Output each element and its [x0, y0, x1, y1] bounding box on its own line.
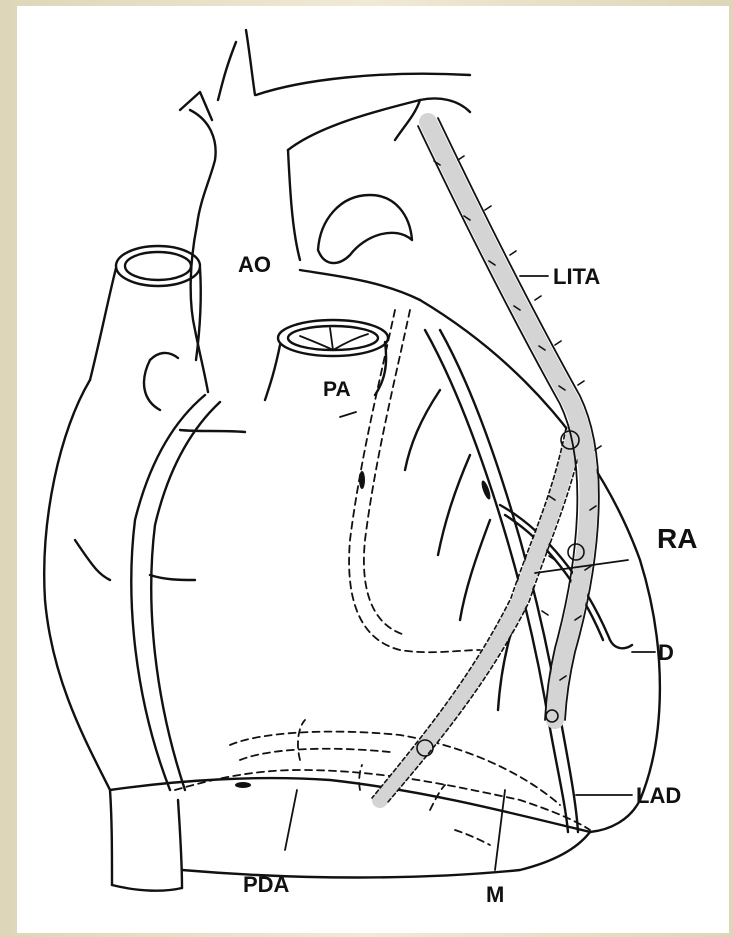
rca-marginal-1 — [75, 540, 110, 580]
ra-graft-edge-left — [372, 428, 566, 798]
label-m: M — [486, 882, 504, 908]
septal-1 — [405, 390, 440, 470]
aorta-left-lower — [288, 150, 300, 260]
aorta-branch-1 — [180, 92, 212, 120]
right-heart-border — [44, 380, 110, 790]
pa-valve — [300, 328, 368, 350]
label-pda: PDA — [243, 872, 289, 898]
pa-mark — [340, 412, 356, 417]
ivc-right-wall — [178, 800, 182, 888]
ivc-left-wall — [110, 790, 112, 885]
inferior-heart-border — [110, 778, 590, 832]
ra-graft — [380, 430, 575, 800]
left-atrial-appendage — [318, 195, 412, 263]
label-lita: LITA — [553, 264, 600, 290]
label-ao: AO — [238, 252, 271, 278]
label-ra: RA — [657, 523, 697, 555]
posterior-branch-1 — [298, 720, 305, 760]
ivc-bottom — [112, 885, 182, 891]
posterior-branch-2 — [359, 765, 362, 790]
pa-left-wall — [265, 345, 280, 400]
lesion-3 — [235, 782, 251, 788]
aorta-left-wall — [190, 110, 216, 225]
inferior-outline-low — [182, 832, 590, 878]
rca-marginal-2 — [150, 575, 195, 580]
label-lad: LAD — [636, 783, 681, 809]
rca-inner — [151, 402, 220, 790]
aorta-branch-3 — [246, 30, 255, 95]
label-pa: PA — [323, 378, 351, 402]
rca-branch-upper — [144, 353, 178, 410]
rca-conus — [180, 430, 245, 432]
septal-3 — [460, 520, 490, 620]
appendage-lower — [300, 270, 420, 300]
svc-lumen — [125, 252, 191, 280]
lesion-2 — [359, 471, 365, 489]
posterior-branch-4 — [455, 830, 490, 845]
svc-left-wall — [90, 268, 116, 380]
label-d: D — [658, 640, 674, 666]
aorta-arch-top — [256, 74, 470, 95]
leader-pda — [285, 790, 297, 850]
aorta-branch-2 — [218, 42, 236, 100]
septal-2 — [438, 455, 470, 555]
pda-dashed-3 — [240, 749, 390, 760]
leader-m — [495, 790, 505, 870]
